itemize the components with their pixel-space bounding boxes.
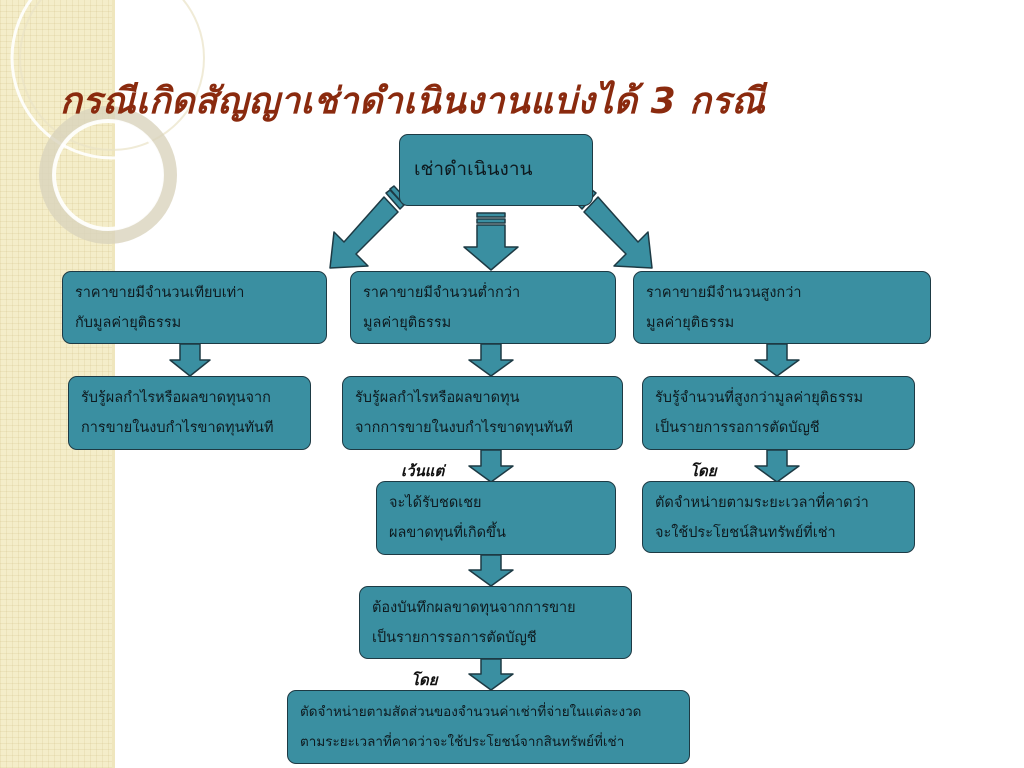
amortize-bottom-box: ตัดจำหน่ายตามสัดส่วนของจำนวนค่าเช่าที่จ่…: [287, 690, 690, 764]
recognition-2-line-2: จากการขายในงบกำไรขาดทุนทันที: [355, 420, 573, 436]
recognition-box-1: รับรู้ผลกำไรหรือผลขาดทุนจาก การขายในงบกำ…: [68, 376, 311, 450]
compensation-line-2: ผลขาดทุนที่เกิดขึ้น: [389, 525, 506, 541]
recognition-3-line-2: เป็นรายการรอการตัดบัญชี: [655, 420, 820, 436]
deferred-loss-line-1: ต้องบันทึกผลขาดทุนจากการขาย: [372, 600, 576, 616]
case-2-line-1: ราคาขายมีจำนวนต่ำกว่า: [363, 285, 521, 301]
note-except: เว้นแต่: [401, 462, 445, 480]
root-box: เช่าดำเนินงาน: [399, 134, 593, 206]
arrow-case-3-to-recognition-3: [754, 343, 800, 377]
compensation-box: จะได้รับชดเชย ผลขาดทุนที่เกิดขึ้น: [376, 481, 616, 555]
arrow-compensation-to-deferred-loss: [468, 554, 514, 587]
arrow-root-to-case-1: [329, 185, 409, 269]
deferred-loss-line-2: เป็นรายการรอการตัดบัญชี: [372, 630, 537, 646]
amortize-bottom-line-1: ตัดจำหน่ายตามสัดส่วนของจำนวนค่าเช่าที่จ่…: [300, 704, 642, 720]
case-3-line-1: ราคาขายมีจำนวนสูงกว่า: [646, 285, 802, 301]
case-2-line-2: มูลค่ายุติธรรม: [363, 315, 452, 331]
amortize-right-line-1: ตัดจำหน่ายตามระยะเวลาที่คาดว่า: [655, 495, 869, 511]
slide-title: กรณีเกิดสัญญาเช่าดำเนินงานแบ่งได้ 3 กรณี: [60, 81, 766, 122]
amortize-right-line-2: จะใช้ประโยชน์สินทรัพย์ที่เช่า: [655, 525, 836, 541]
recognition-box-2: รับรู้ผลกำไรหรือผลขาดทุน จากการขายในงบกำ…: [342, 376, 623, 450]
arrow-case-1-to-recognition-1: [169, 343, 211, 377]
decorative-rings: [10, 0, 214, 244]
case-box-2: ราคาขายมีจำนวนต่ำกว่า มูลค่ายุติธรรม: [350, 271, 616, 344]
compensation-line-1: จะได้รับชดเชย: [389, 495, 482, 511]
amortize-right-box: ตัดจำหน่ายตามระยะเวลาที่คาดว่า จะใช้ประโ…: [642, 481, 915, 553]
arrow-root-to-case-2: [463, 212, 519, 271]
recognition-2-line-1: รับรู้ผลกำไรหรือผลขาดทุน: [355, 390, 520, 406]
recognition-1-line-2: การขายในงบกำไรขาดทุนทันที: [81, 420, 274, 436]
note-by-right: โดย: [690, 462, 717, 480]
recognition-3-line-1: รับรู้จำนวนที่สูงกว่ามูลค่ายุติธรรม: [655, 390, 864, 406]
recognition-1-line-1: รับรู้ผลกำไรหรือผลขาดทุนจาก: [81, 390, 271, 406]
case-3-line-2: มูลค่ายุติธรรม: [646, 315, 735, 331]
arrow-recognition-2-to-compensation: [468, 449, 514, 483]
case-box-1: ราคาขายมีจำนวนเทียบเท่า กับมูลค่ายุติธรร…: [62, 271, 327, 344]
note-by-bottom: โดย: [411, 671, 438, 689]
case-box-3: ราคาขายมีจำนวนสูงกว่า มูลค่ายุติธรรม: [633, 271, 931, 344]
recognition-box-3: รับรู้จำนวนที่สูงกว่ามูลค่ายุติธรรม เป็น…: [642, 376, 915, 450]
case-1-line-1: ราคาขายมีจำนวนเทียบเท่า: [75, 285, 245, 301]
deferred-loss-box: ต้องบันทึกผลขาดทุนจากการขาย เป็นรายการรอ…: [359, 586, 632, 659]
amortize-bottom-line-2: ตามระยะเวลาที่คาดว่าจะใช้ประโยชน์จากสินท…: [300, 734, 625, 750]
root-label: เช่าดำเนินงาน: [414, 158, 533, 180]
arrow-recognition-3-to-amortize-right: [754, 449, 800, 483]
arrow-case-2-to-recognition-2: [468, 343, 514, 377]
case-1-line-2: กับมูลค่ายุติธรรม: [75, 315, 182, 331]
arrow-deferred-loss-to-amortize-bottom: [468, 658, 514, 691]
